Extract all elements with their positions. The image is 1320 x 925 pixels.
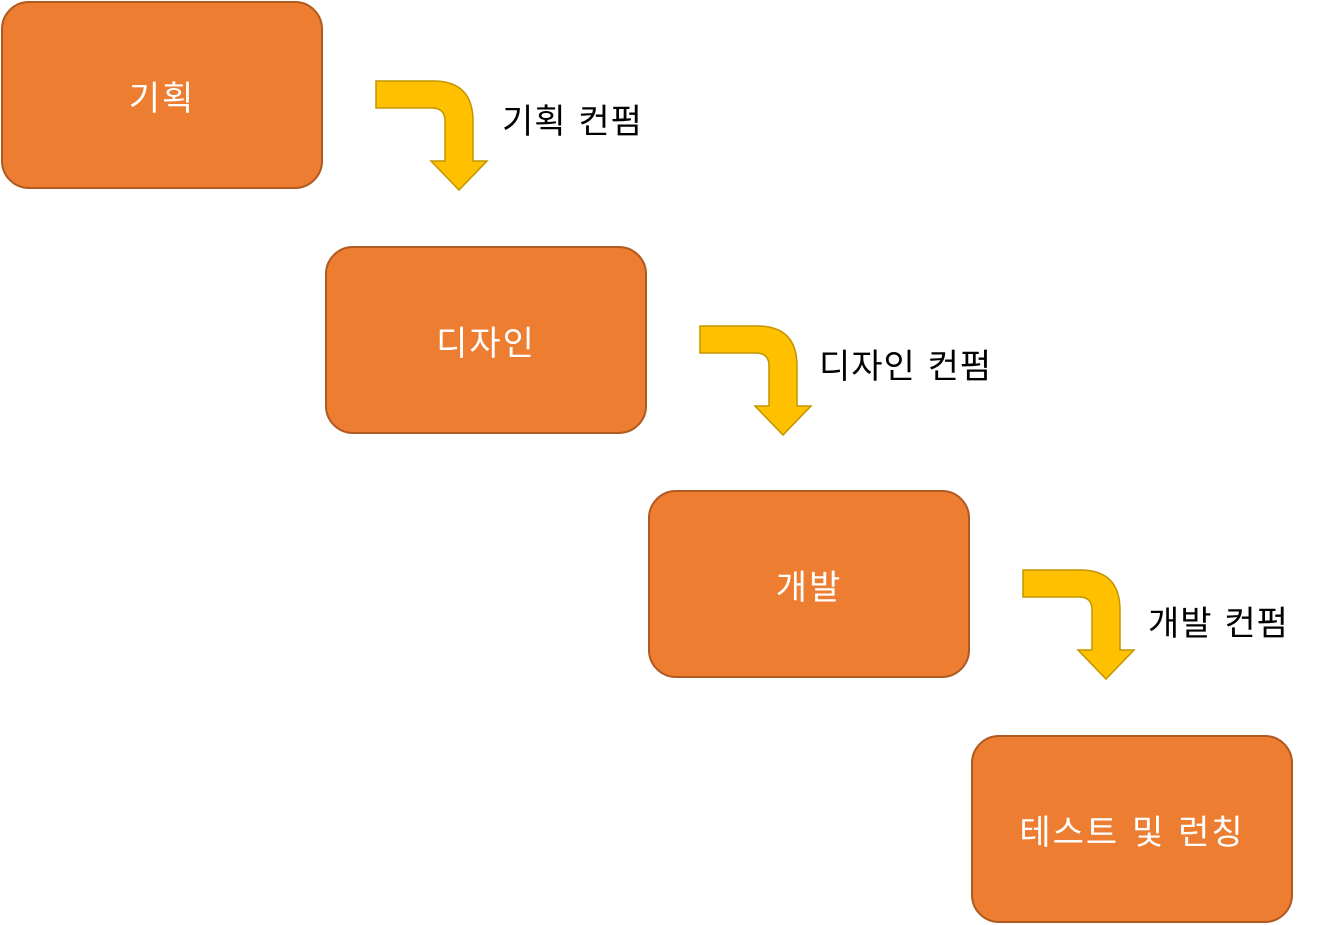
bent-down-arrow-icon: [699, 325, 813, 437]
bent-down-arrow-icon: [1022, 569, 1136, 681]
transition-label-design-confirm: 디자인 컨펌: [819, 347, 993, 387]
step-label-test-and-launch: 테스트 및 런칭: [1019, 812, 1245, 853]
step-box-test-and-launch: 테스트 및 런칭: [971, 735, 1293, 923]
step-box-design: 디자인: [325, 246, 647, 434]
transition-label-planning-confirm: 기획 컨펌: [502, 102, 643, 142]
step-box-planning: 기획: [1, 1, 323, 189]
step-label-development: 개발: [775, 567, 843, 608]
bent-down-arrow-icon: [375, 80, 489, 192]
step-label-planning: 기획: [128, 78, 196, 119]
step-box-development: 개발: [648, 490, 970, 678]
transition-label-development-confirm: 개발 컨펌: [1148, 604, 1289, 644]
step-label-design: 디자인: [436, 323, 536, 364]
